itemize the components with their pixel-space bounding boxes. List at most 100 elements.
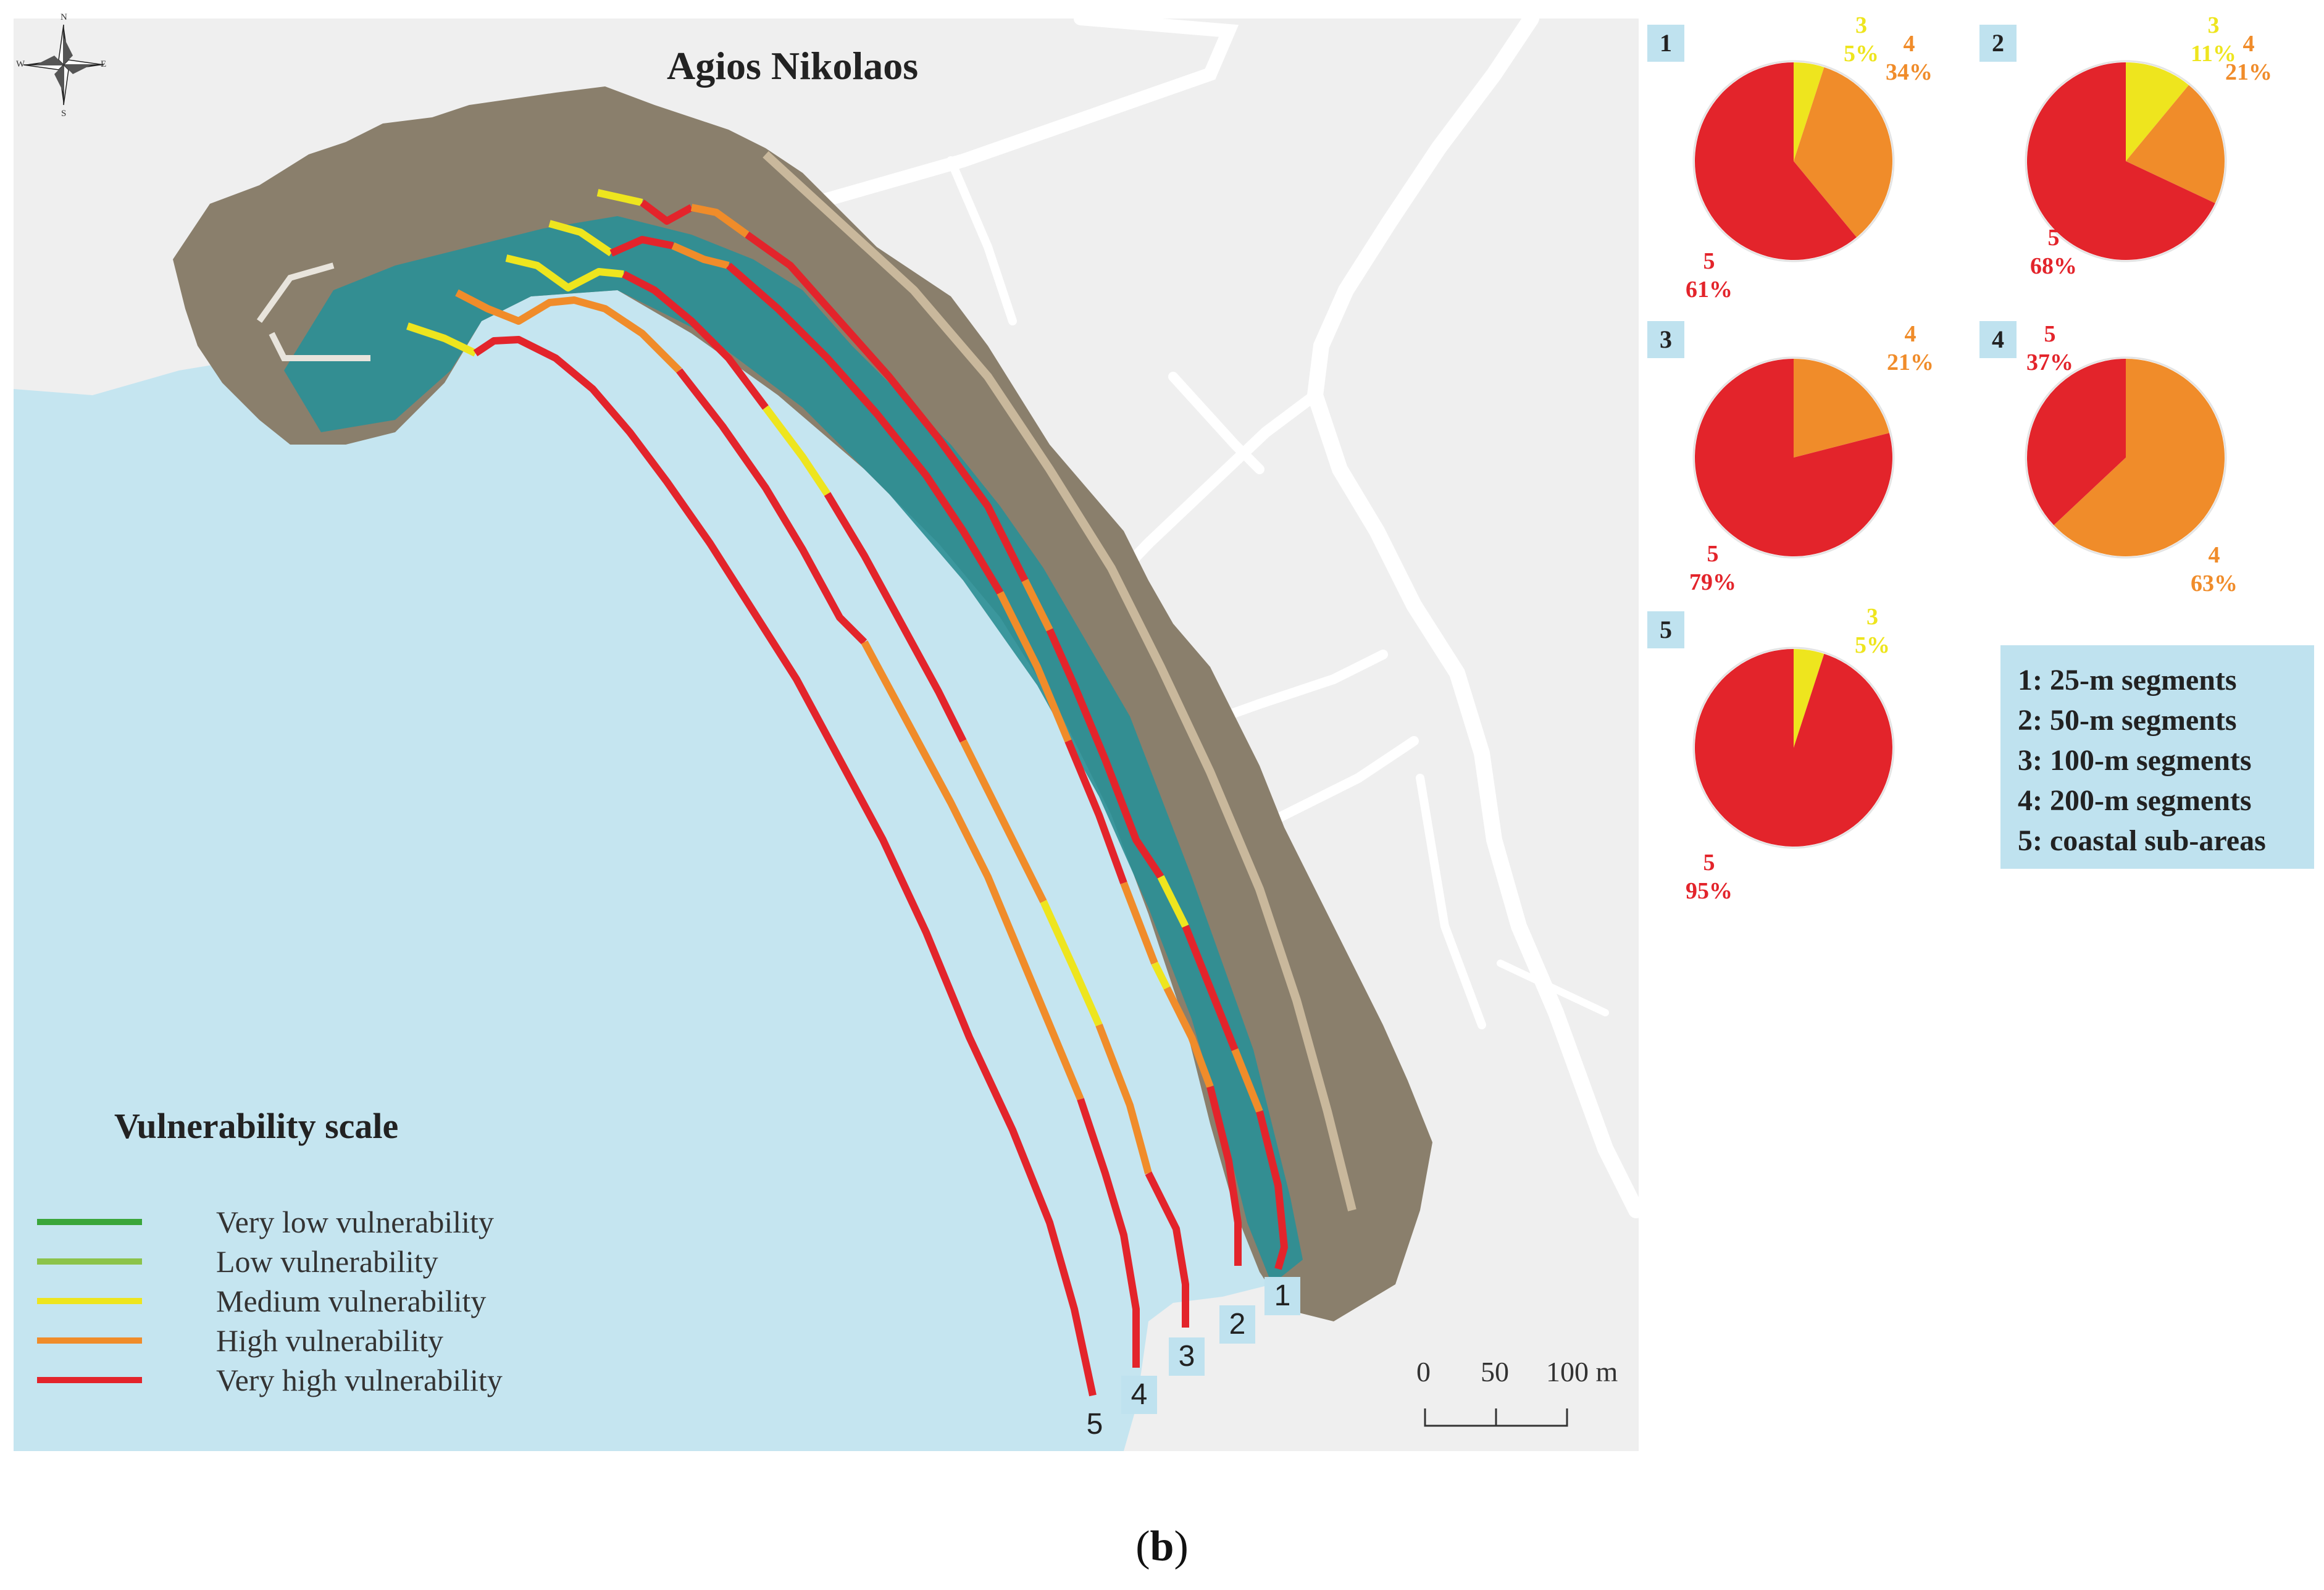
pie-3-svg [1692, 356, 1895, 559]
legend-swatch-medium [37, 1298, 142, 1304]
compass-east-label: E [101, 59, 107, 69]
pie-5-class-3: 3 [1866, 604, 1878, 630]
transect-1-seg-9 [1231, 1048, 1263, 1113]
legend-swatch-low [37, 1258, 142, 1265]
transect-2-seg-3 [671, 242, 730, 269]
road-network [784, 10, 1642, 1218]
pie-3-slice-class-5 [1695, 359, 1892, 556]
pie-badge-1: 1 [1647, 25, 1684, 62]
transect-1-seg-6 [1046, 628, 1164, 879]
transect-3-seg-7 [1095, 1023, 1152, 1174]
pie-badge-5: 5 [1647, 611, 1684, 648]
pie-5-slice-class-5 [1695, 649, 1892, 847]
key-item: 2: 50-m segments [2018, 704, 2237, 737]
pie-4-pct-5: 37% [2026, 349, 2073, 375]
pie-4-slice-class-4 [2054, 359, 2225, 556]
legend-label: Low vulnerability [216, 1244, 438, 1279]
figure-caption: (b) [0, 1522, 2324, 1571]
scale-bar-graphic [1424, 1408, 1568, 1427]
caption-open: ( [1135, 1523, 1150, 1570]
scale-label-0: 0 [1416, 1356, 1431, 1387]
pie-2-svg [2025, 60, 2227, 262]
legend-swatch-high [37, 1337, 142, 1344]
scale-label-100: 100 m [1546, 1356, 1618, 1387]
key-item: 5: coastal sub-areas [2018, 824, 2266, 857]
pie-4-pct-4: 63% [2191, 571, 2238, 596]
pie-3-class-4: 4 [1904, 321, 1916, 347]
transect-2-seg-5 [997, 591, 1072, 743]
transect-2-seg-1 [548, 220, 614, 256]
pie-3-class-5: 5 [1707, 541, 1719, 567]
pie-4-slice-class-5 [2027, 359, 2126, 525]
legend-label: Very low vulnerability [216, 1205, 494, 1239]
pie-3-slice-class-4 [1794, 359, 1889, 458]
key-item: 3: 100-m segments [2018, 744, 2252, 777]
transect-1-seg-2 [640, 199, 693, 225]
transect-1-seg-1 [596, 189, 643, 206]
transect-1-seg-5 [1021, 579, 1053, 632]
transect-1-seg-7 [1157, 875, 1189, 928]
pie-1-pct-4: 34% [1886, 59, 1933, 85]
pie-3-outline [1692, 356, 1895, 559]
pie-1-slice-class-4 [1794, 67, 1892, 238]
pie-1-pct-5: 61% [1686, 277, 1733, 303]
transect-label-1: 1 [1264, 1277, 1300, 1315]
transect-label-3: 3 [1169, 1337, 1205, 1376]
scale-label-50: 50 [1481, 1356, 1509, 1387]
pie-2-outline [2025, 60, 2227, 262]
transect-2-seg-8 [1151, 961, 1171, 990]
map-title: Agios Nikolaos [667, 44, 919, 88]
transect-4-seg-4 [1077, 1098, 1140, 1368]
transect-4-seg-3 [861, 640, 1084, 1101]
vulnerability-legend: Vulnerability scale Very low vulnerabili… [37, 1105, 503, 1400]
transect-label-5: 5 [1086, 1408, 1103, 1441]
pie-2-slice-class-3 [2126, 62, 2189, 161]
vulnerability-transects [406, 189, 1288, 1397]
pie-1-pct-3: 5% [1844, 41, 1879, 67]
transect-5-seg-2 [473, 336, 1097, 1397]
compass-rose-icon: N S E W [16, 12, 110, 119]
transect-1-seg-3 [690, 204, 750, 238]
pie-2-pct-3: 11% [2191, 41, 2236, 67]
transect-3-seg-1 [505, 254, 624, 291]
transect-3-seg-5 [959, 739, 1047, 903]
legend-title: Vulnerability scale [114, 1106, 399, 1146]
pie-4-class-4: 4 [2208, 542, 2220, 568]
transect-2-seg-10 [1206, 1086, 1242, 1266]
transect-5-seg-1 [406, 322, 477, 357]
scale-bar: 0 50 100 m [1416, 1355, 1618, 1436]
beach-road-strip [763, 151, 1356, 1211]
transect-label-2: 2 [1219, 1305, 1255, 1344]
pie-5-slice-class-3 [1794, 649, 1825, 748]
pie-1-slice-class-5 [1695, 62, 1857, 260]
pie-badge-4: 4 [1979, 321, 2017, 358]
legend-item: Very high vulnerability [37, 1360, 503, 1400]
legend-item: Medium vulnerability [37, 1281, 503, 1321]
pie-2-pct-5: 68% [2030, 253, 2077, 279]
pie-3-pct-5: 79% [1689, 569, 1736, 595]
sea-area [14, 290, 1272, 1451]
pie-1-slice-class-3 [1794, 62, 1825, 161]
pie-5-pct-3: 5% [1855, 632, 1890, 658]
pie-5-class-5: 5 [1703, 850, 1715, 876]
harbour-pier [256, 262, 370, 361]
pie-1-class-4: 4 [1903, 31, 1915, 57]
transect-3-seg-6 [1040, 900, 1103, 1027]
pie-1-outline [1692, 60, 1895, 262]
legend-item: High vulnerability [37, 1321, 503, 1360]
pie-2-class-5: 5 [2047, 225, 2060, 251]
legend-swatch-very-high [37, 1377, 142, 1383]
